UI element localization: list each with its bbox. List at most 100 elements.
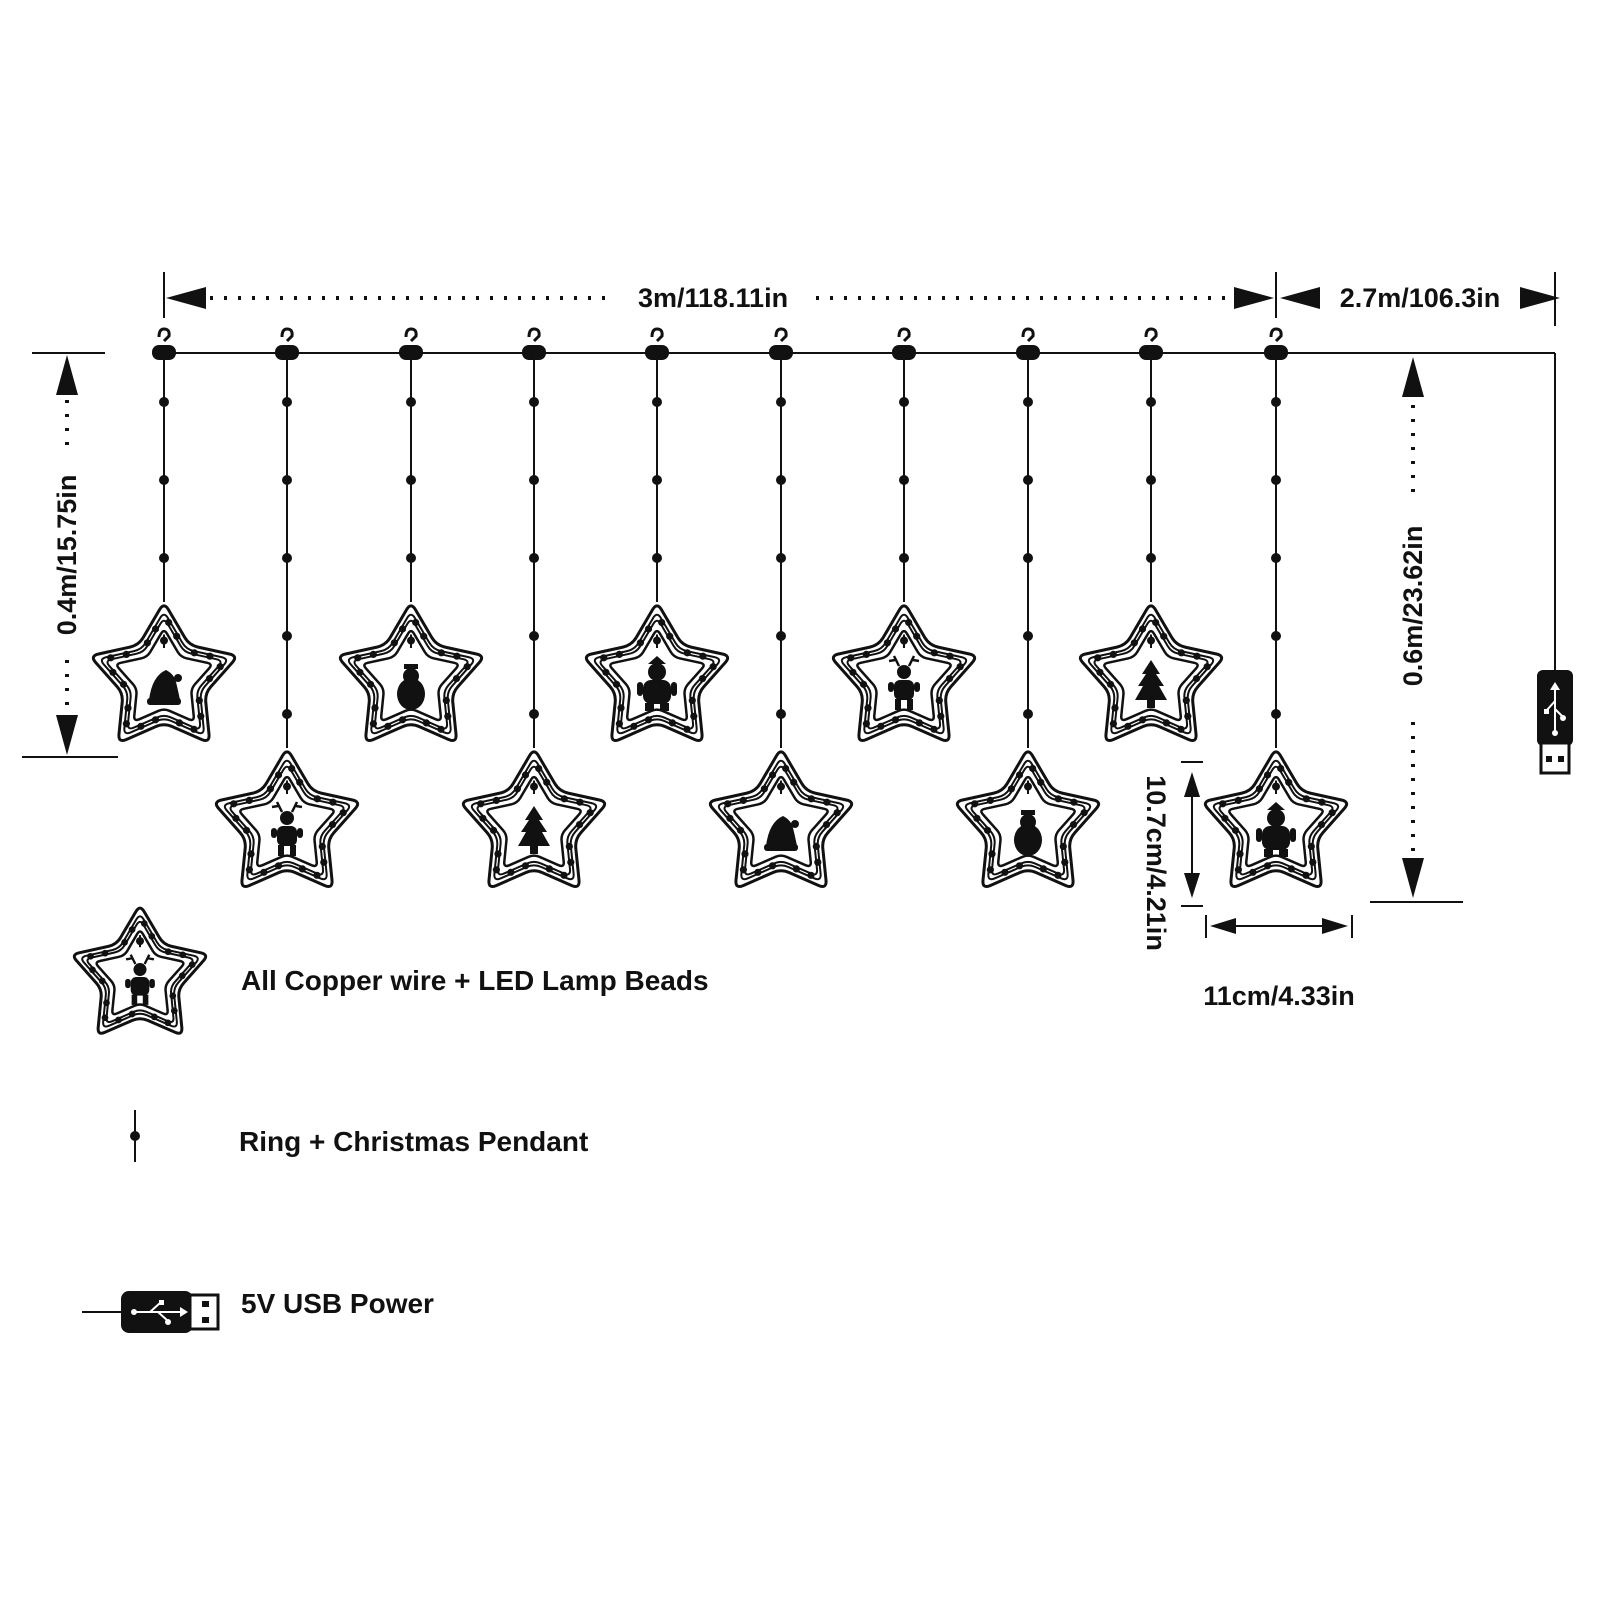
led-bead [477, 800, 485, 808]
led-bead [913, 632, 921, 640]
pendant-ring [652, 397, 662, 407]
led-bead [915, 719, 924, 727]
led-bead [545, 865, 554, 873]
led-bead [148, 932, 156, 940]
led-bead [1096, 668, 1104, 676]
reindeer-icon [125, 954, 155, 1005]
lead-length-label: 2.7m/106.3in [1340, 283, 1501, 313]
led-bead [709, 663, 717, 671]
led-bead [1177, 725, 1185, 733]
santa-hat-icon [764, 816, 799, 851]
led-bead [935, 696, 943, 705]
led-bead [122, 650, 130, 659]
pendant-ring [529, 709, 539, 719]
star-light [214, 750, 360, 889]
strand-9 [1078, 327, 1224, 743]
led-bead [1152, 618, 1160, 627]
led-bead [206, 652, 214, 660]
led-bead [128, 926, 136, 933]
led-bead [1221, 814, 1229, 822]
led-bead [165, 618, 173, 627]
hook-icon [1139, 327, 1163, 360]
led-bead [807, 795, 815, 803]
pendant-ring [406, 553, 416, 563]
led-bead [1111, 704, 1119, 712]
led-bead [739, 866, 748, 874]
led-bead [489, 826, 498, 834]
led-bead [313, 871, 321, 879]
led-bead [232, 814, 240, 822]
led-bead [768, 771, 777, 779]
pendant-ring [1146, 397, 1156, 407]
led-bead [1234, 866, 1242, 874]
led-bead [859, 680, 868, 688]
strand-2 [214, 327, 360, 889]
led-bead [576, 798, 584, 806]
led-bead [115, 1016, 122, 1024]
led-bead [930, 649, 938, 657]
led-bead [1054, 795, 1062, 803]
led-bead [905, 618, 913, 627]
led-bead [190, 649, 198, 657]
led-bead [98, 977, 106, 985]
led-bead [812, 842, 820, 851]
led-bead [823, 798, 831, 806]
strand-8 [955, 327, 1101, 889]
pendant-ring [406, 475, 416, 485]
led-bead [930, 725, 938, 733]
pendant-ring [1023, 631, 1033, 641]
led-bead [1162, 719, 1170, 727]
led-bead [1039, 865, 1047, 873]
led-bead [492, 796, 500, 805]
led-bead [741, 850, 749, 858]
led-bead [688, 696, 696, 705]
reindeer-icon [271, 801, 303, 856]
led-bead [630, 722, 638, 730]
star-width-dimension: 11cm/4.33in [1203, 915, 1355, 1011]
led-bead [1302, 795, 1310, 803]
led-bead [121, 939, 128, 946]
led-bead [260, 868, 268, 876]
pendant-ring [1271, 397, 1281, 407]
hook-icon [275, 327, 299, 360]
led-bead [760, 785, 769, 793]
led-bead [1094, 654, 1102, 662]
led-bead [128, 1010, 136, 1018]
led-bead [89, 966, 96, 974]
led-bead [164, 948, 172, 956]
led-bead [242, 826, 251, 834]
led-bead [513, 785, 522, 793]
led-bead [1054, 871, 1062, 879]
led-bead [862, 720, 871, 728]
led-bead [452, 675, 461, 683]
led-bead [492, 866, 500, 874]
led-bead [188, 961, 196, 968]
hook-icon [1016, 327, 1040, 360]
led-bead [1263, 862, 1272, 870]
led-bead [479, 814, 487, 822]
led-bead [1302, 871, 1310, 879]
led-bead [313, 795, 321, 803]
led-bead [567, 858, 575, 866]
pendant-ring [1271, 631, 1281, 641]
led-bead [398, 716, 407, 724]
pendant-ring [159, 475, 169, 485]
led-bead [329, 798, 337, 806]
led-bead [877, 722, 885, 730]
led-bead [150, 1013, 158, 1021]
strand-5 [584, 327, 730, 743]
led-bead [169, 992, 177, 1000]
legend-usb-plug-icon [82, 1291, 220, 1333]
led-bead [109, 668, 117, 676]
pendant-ring [159, 397, 169, 407]
star-light [1078, 604, 1224, 743]
led-bead [543, 778, 551, 786]
led-bead [983, 826, 992, 834]
led-bead [699, 652, 707, 660]
led-bead [371, 704, 379, 712]
led-bead [1184, 712, 1192, 720]
main-wire [164, 352, 1556, 672]
led-bead [1080, 809, 1088, 817]
led-bead [1106, 680, 1115, 688]
led-bead [384, 722, 392, 730]
